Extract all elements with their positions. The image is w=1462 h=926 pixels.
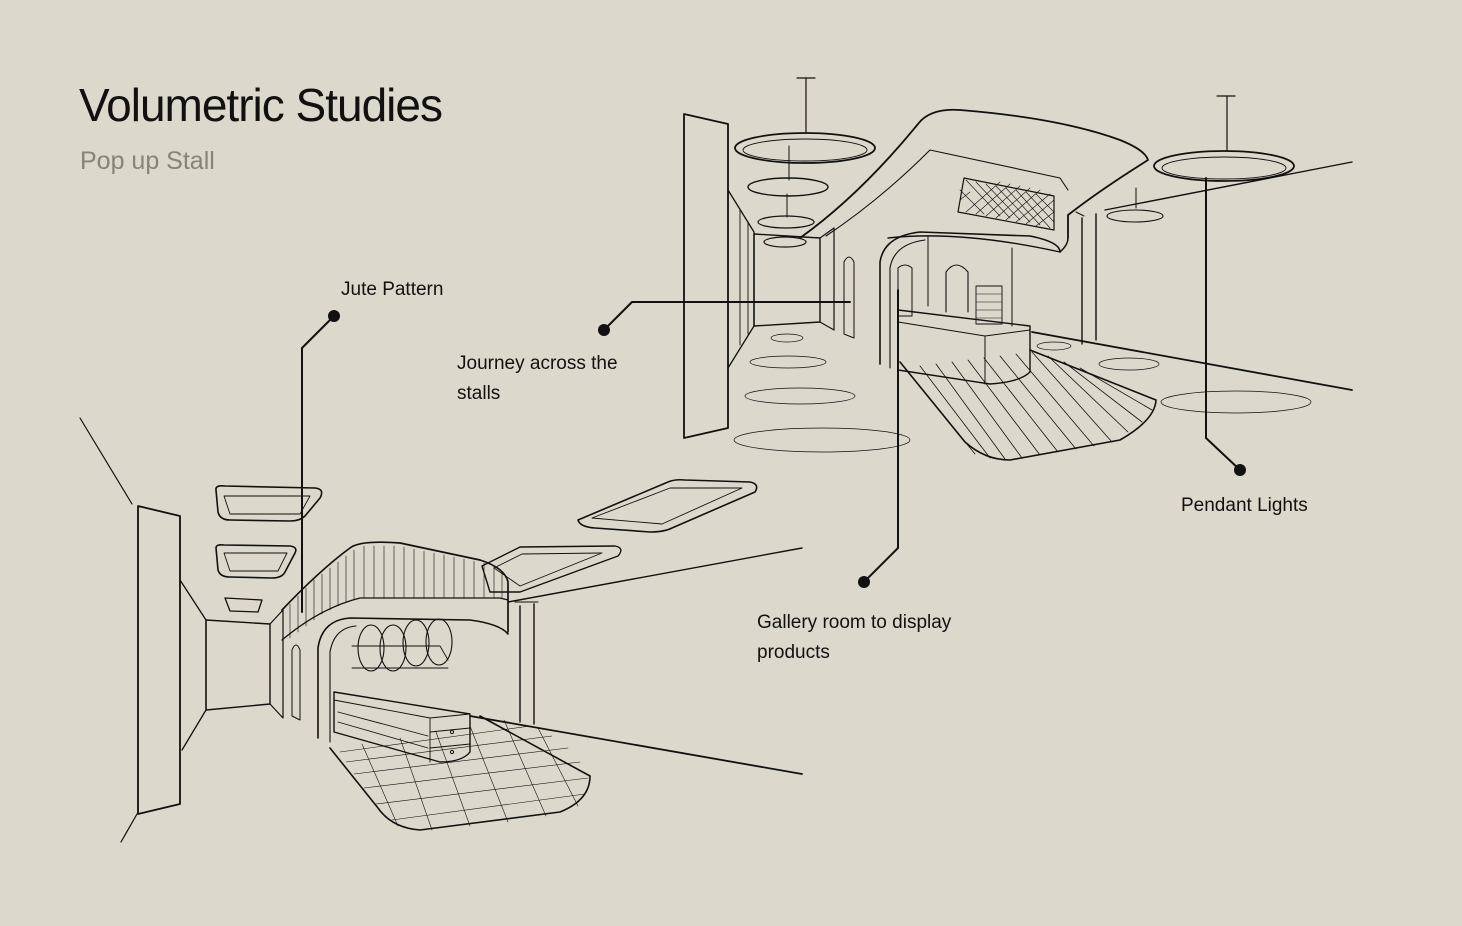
lower-perspective-sketch [79,417,803,843]
journey-label-line2: stalls [457,383,501,404]
ceiling-light-rings [215,478,758,613]
page-subtitle: Pop up Stall [80,147,215,175]
journey-label-line1: Journey across the [457,353,618,374]
jute-pattern-marker [328,310,340,322]
page-title: Volumetric Studies [79,79,443,131]
journey-marker [598,324,610,336]
jute-pattern-label: Jute Pattern [341,279,444,300]
upper-perspective-sketch [683,77,1353,461]
annotation-leaders [301,177,1241,613]
journey-label: Journey across the stalls [457,349,618,409]
pendant-lights-label: Pendant Lights [1181,495,1308,516]
pendant-lights-marker [1234,464,1246,476]
gallery-room-label: Gallery room to display products [757,608,951,668]
gallery-label-line1: Gallery room to display [757,612,952,633]
gallery-room-marker [858,576,870,588]
gallery-label-line2: products [757,642,830,663]
